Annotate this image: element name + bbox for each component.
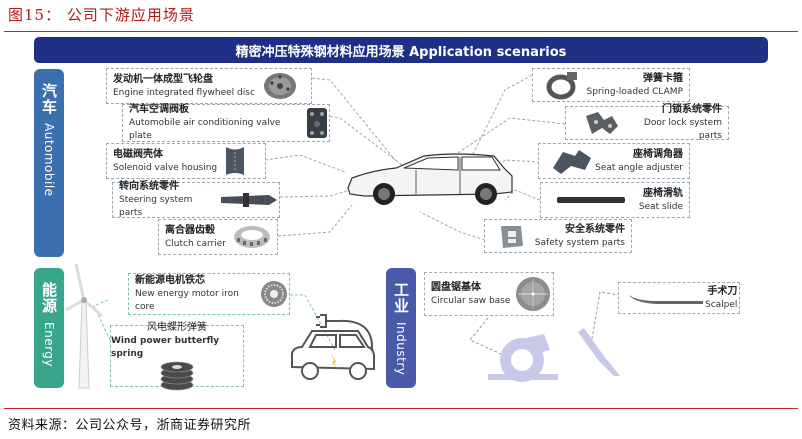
flywheel-disc-icon bbox=[263, 73, 296, 99]
category-industry: 工业 Industry bbox=[386, 268, 416, 388]
part-box-seat-slide: 座椅滑轨 Seat slide bbox=[540, 182, 690, 218]
part-box-butterfly-spring: 风电蝶形弹簧 Wind power butterfly spring bbox=[110, 322, 244, 391]
part-name-en: Circular saw base bbox=[431, 295, 511, 306]
valve-housing-icon bbox=[226, 147, 245, 175]
source-note: 资料来源：公司公众号，浙商证券研究所 bbox=[8, 418, 252, 433]
top-divider bbox=[4, 31, 798, 32]
part-name-cn: 离合器齿毂 bbox=[165, 224, 215, 236]
motor-core-icon bbox=[261, 281, 287, 307]
part-name-cn: 手术刀 bbox=[707, 285, 738, 297]
wind-turbine-illustration bbox=[65, 263, 103, 389]
part-box-clamp: 弹簧卡箍 Spring-loaded CLAMP bbox=[532, 68, 690, 102]
part-name-cn: 座椅调角器 bbox=[633, 148, 683, 160]
butterfly-spring-icon bbox=[160, 361, 194, 391]
part-name-cn: 电磁阀壳体 bbox=[113, 148, 163, 160]
seat-adjuster-icon bbox=[553, 150, 591, 174]
part-name-cn: 安全系统零件 bbox=[565, 223, 625, 235]
part-name-cn: 转向系统零件 bbox=[119, 181, 179, 192]
part-name-cn: 座椅滑轨 bbox=[643, 187, 683, 199]
ev-charging-car-icon bbox=[291, 314, 375, 380]
part-box-safety: 安全系统零件 Safety system parts bbox=[484, 219, 632, 253]
category-label-en: Automobile bbox=[42, 123, 56, 197]
bottom-divider bbox=[4, 408, 798, 409]
door-lock-part-icon bbox=[586, 112, 618, 134]
part-name-cn: 圆盘锯基体 bbox=[431, 281, 481, 293]
part-box-clutch: 离合器齿毂 Clutch carrier bbox=[158, 219, 278, 255]
part-name-en: Automobile air conditioning valve plate bbox=[129, 118, 281, 141]
car-illustration bbox=[347, 153, 513, 205]
safety-part-icon bbox=[501, 226, 523, 248]
part-name-en: Steering system parts bbox=[119, 195, 193, 218]
clutch-carrier-icon bbox=[233, 226, 270, 248]
category-label-en: Energy bbox=[42, 322, 56, 368]
category-label-en: Industry bbox=[394, 322, 408, 376]
part-name-cn: 风电蝶形弹簧 bbox=[147, 322, 207, 333]
seat-slide-icon bbox=[557, 197, 625, 203]
scalpel-icon bbox=[629, 295, 703, 304]
part-box-flywheel: 发动机一体成型飞轮盘 Engine integrated flywheel dis… bbox=[106, 68, 312, 104]
part-name-cn: 汽车空调阀板 bbox=[129, 104, 189, 115]
clamp-icon bbox=[546, 72, 577, 100]
part-box-door-lock: 门锁系统零件 Door lock system parts bbox=[565, 104, 729, 141]
saw-blade-icon bbox=[516, 277, 551, 311]
part-name-en: Engine integrated flywheel disc bbox=[113, 87, 255, 98]
part-name-en: Wind power butterfly spring bbox=[111, 336, 220, 359]
category-automobile: 汽车 Automobile bbox=[34, 69, 64, 257]
circular-saw-illustration bbox=[488, 334, 558, 382]
part-box-saw-base: 圆盘锯基体 Circular saw base bbox=[424, 272, 554, 316]
valve-plate-icon bbox=[307, 108, 327, 138]
steering-part-icon bbox=[221, 193, 277, 207]
category-label-cn: 能源 bbox=[40, 282, 58, 314]
part-name-en: Clutch carrier bbox=[165, 238, 226, 249]
part-box-scalpel: 手术刀 Scalpel bbox=[618, 282, 740, 314]
part-name-cn: 新能源电机铁芯 bbox=[135, 275, 205, 286]
category-label-cn: 汽车 bbox=[40, 83, 58, 115]
part-box-seat-adjuster: 座椅调角器 Seat angle adjuster bbox=[538, 143, 690, 179]
part-name-en: Spring-loaded CLAMP bbox=[586, 86, 684, 97]
part-name-cn: 弹簧卡箍 bbox=[643, 72, 683, 84]
part-box-motor-core: 新能源电机铁芯 New energy motor iron core bbox=[128, 273, 290, 315]
part-name-cn: 发动机一体成型飞轮盘 bbox=[113, 73, 213, 85]
category-energy: 能源 Energy bbox=[34, 268, 64, 388]
part-name-en: New energy motor iron core bbox=[135, 289, 239, 312]
part-box-valve-plate: 汽车空调阀板 Automobile air conditioning valve … bbox=[122, 104, 330, 142]
part-name-en: Door lock system parts bbox=[643, 118, 722, 141]
part-name-en: Seat slide bbox=[638, 201, 683, 212]
part-name-en: Safety system parts bbox=[534, 237, 625, 248]
part-name-en: Scalpel bbox=[705, 299, 738, 310]
figure-title: 图15： 公司下游应用场景 bbox=[8, 6, 195, 24]
banner-title: 精密冲压特殊钢材料应用场景 Application scenarios bbox=[34, 37, 768, 63]
part-box-valve-housing: 电磁阀壳体 Solenoid valve housing bbox=[106, 143, 266, 179]
scalpel-illustration bbox=[578, 328, 620, 376]
part-name-en: Seat angle adjuster bbox=[595, 162, 683, 173]
category-label-cn: 工业 bbox=[392, 282, 410, 314]
part-box-steering: 转向系统零件 Steering system parts bbox=[112, 181, 280, 218]
part-name-cn: 门锁系统零件 bbox=[662, 104, 722, 115]
part-name-en: Solenoid valve housing bbox=[113, 162, 218, 173]
